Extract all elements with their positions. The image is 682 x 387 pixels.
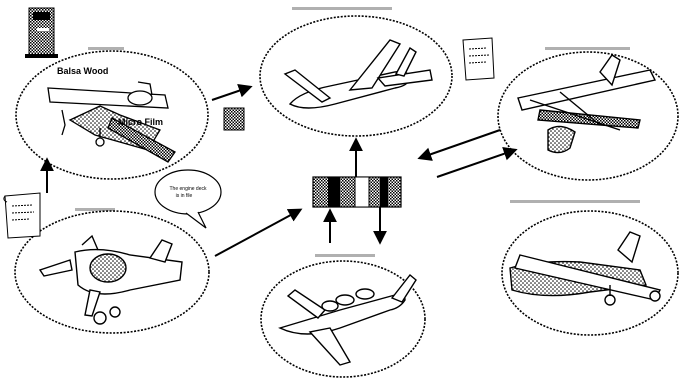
speech-bubble-line2: is in file <box>176 193 193 199</box>
label-balsa-wood: Balsa Wood <box>57 66 108 76</box>
label-micro-film: Micro Film <box>118 117 163 127</box>
computer-tower-icon <box>25 8 58 58</box>
speech-bubble: The engine deck is in file <box>155 170 221 228</box>
arrow-balsa-to-jet <box>212 87 250 100</box>
arrow-prop-to-hub <box>215 210 300 256</box>
arrow-truss-to-hub <box>420 130 500 158</box>
arrow-hub-to-truss <box>437 150 515 177</box>
document-scroll-icon <box>4 193 40 238</box>
chip-icon <box>224 108 244 130</box>
hub-processor-icon <box>313 177 401 207</box>
speech-bubble-line1: The engine deck <box>170 186 207 192</box>
document-scroll-icon-2 <box>463 38 494 80</box>
